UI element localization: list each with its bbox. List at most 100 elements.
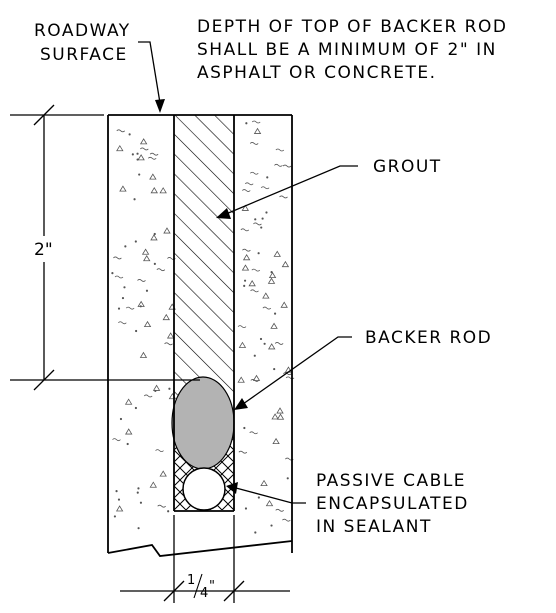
aggregate-speck — [237, 325, 247, 329]
aggregate-speck — [115, 505, 124, 512]
roadway-label-line1: ROADWAY — [34, 21, 131, 41]
grout-leader — [225, 165, 358, 215]
aggregate-speck — [136, 152, 139, 155]
cable-arrowhead — [226, 482, 238, 494]
passive-cable — [182, 467, 226, 511]
aggregate-speck — [141, 248, 150, 255]
aggregate-speck — [250, 289, 259, 293]
aggregate-speck — [123, 286, 126, 289]
pavement-outline — [107, 114, 293, 557]
pavement-left — [108, 115, 174, 555]
aggregate-speck — [282, 518, 291, 522]
aggregate-speck — [136, 491, 139, 494]
depth-dimension-label: 2" — [34, 240, 53, 260]
aggregate-speck — [137, 487, 140, 490]
aggregate-speck — [117, 498, 121, 501]
aggregate-speck — [125, 306, 135, 310]
aggregate-speck — [117, 307, 121, 310]
aggregate-speck — [249, 431, 258, 435]
aggregate-speck — [262, 292, 270, 299]
aggregate-speck — [276, 407, 284, 414]
aggregate-speck — [153, 232, 156, 236]
grout-label: GROUT — [373, 157, 442, 177]
pavement-right — [234, 115, 292, 555]
backer-rod-arrowhead — [234, 398, 248, 410]
aggregate-speck — [238, 450, 248, 454]
aggregate-speck — [143, 394, 153, 398]
aggregate-speck — [119, 185, 127, 192]
aggregate-speck — [121, 296, 125, 300]
aggregate-speck — [282, 164, 292, 168]
aggregate-speck — [243, 279, 247, 282]
aggregate-speck — [283, 372, 292, 376]
aggregate-speck — [251, 268, 261, 272]
aggregate-speck — [237, 376, 245, 383]
aggregate-texture — [111, 120, 295, 534]
width-numerator: 1 — [187, 573, 195, 588]
aggregate-speck — [252, 374, 261, 381]
aggregate-speck — [163, 227, 171, 234]
aggregate-speck — [149, 152, 159, 156]
aggregate-speck — [150, 187, 158, 194]
aggregate-speck — [139, 351, 148, 358]
aggregate-speck — [273, 312, 277, 315]
aggregate-speck — [260, 479, 268, 486]
slot-outline — [173, 115, 235, 512]
aggregate-speck — [262, 306, 272, 310]
aggregate-speck — [241, 189, 251, 192]
aggregate-speck — [167, 510, 170, 513]
aggregate-speck — [111, 272, 114, 275]
aggregate-speck — [273, 367, 276, 371]
aggregate-speck — [113, 256, 122, 260]
aggregate-speck — [276, 413, 285, 420]
aggregate-speck — [159, 470, 167, 477]
aggregate-speck — [251, 120, 261, 124]
aggregate-speck — [249, 142, 259, 145]
aggregate-speck — [128, 133, 131, 136]
backer-rod — [171, 376, 235, 470]
aggregate-speck — [143, 320, 152, 328]
aggregate-speck — [267, 277, 276, 284]
aggregate-speck — [134, 240, 137, 243]
backer-rod-leader — [242, 336, 352, 405]
aggregate-speck — [139, 501, 143, 504]
aggregate-speck — [126, 442, 129, 446]
note-line2: SHALL BE A MINIMUM OF 2" IN — [197, 40, 497, 60]
aggregate-speck — [253, 222, 262, 226]
aggregate-speck — [243, 426, 246, 430]
aggregate-speck — [268, 271, 277, 279]
cable-label-line3: IN SEALANT — [316, 517, 432, 537]
aggregate-speck — [240, 228, 250, 232]
aggregate-speck — [137, 154, 145, 161]
aggregate-speck — [274, 163, 283, 167]
cable-label-line1: PASSIVE CABLE — [316, 471, 466, 491]
aggregate-speck — [113, 515, 117, 518]
aggregate-speck — [156, 268, 166, 272]
aggregate-speck — [149, 481, 158, 488]
aggregate-speck — [279, 195, 288, 199]
aggregate-speck — [242, 254, 251, 261]
aggregate-speck — [253, 127, 262, 134]
roadway-leader — [138, 41, 161, 104]
aggregate-speck — [150, 234, 158, 241]
grout-arrowhead — [216, 208, 231, 219]
aggregate-speck — [116, 129, 126, 133]
aggregate-speck — [164, 342, 173, 346]
aggregate-speck — [260, 226, 263, 229]
aggregate-speck — [116, 144, 124, 152]
depth-label-bg — [30, 236, 58, 262]
aggregate-speck — [115, 490, 118, 493]
aggregate-speck — [157, 504, 166, 508]
aggregate-speck — [245, 122, 248, 125]
aggregate-speck — [244, 507, 248, 510]
aggregate-speck — [254, 218, 257, 221]
cable-leader — [235, 487, 306, 504]
aggregate-speck — [270, 270, 273, 274]
aggregate-speck — [266, 176, 269, 179]
aggregate-speck — [242, 248, 251, 252]
aggregate-speck — [112, 438, 121, 442]
aggregate-speck — [286, 477, 289, 480]
aggregate-speck — [134, 406, 138, 410]
aggregate-speck — [147, 156, 157, 160]
width-unit: " — [209, 579, 215, 594]
